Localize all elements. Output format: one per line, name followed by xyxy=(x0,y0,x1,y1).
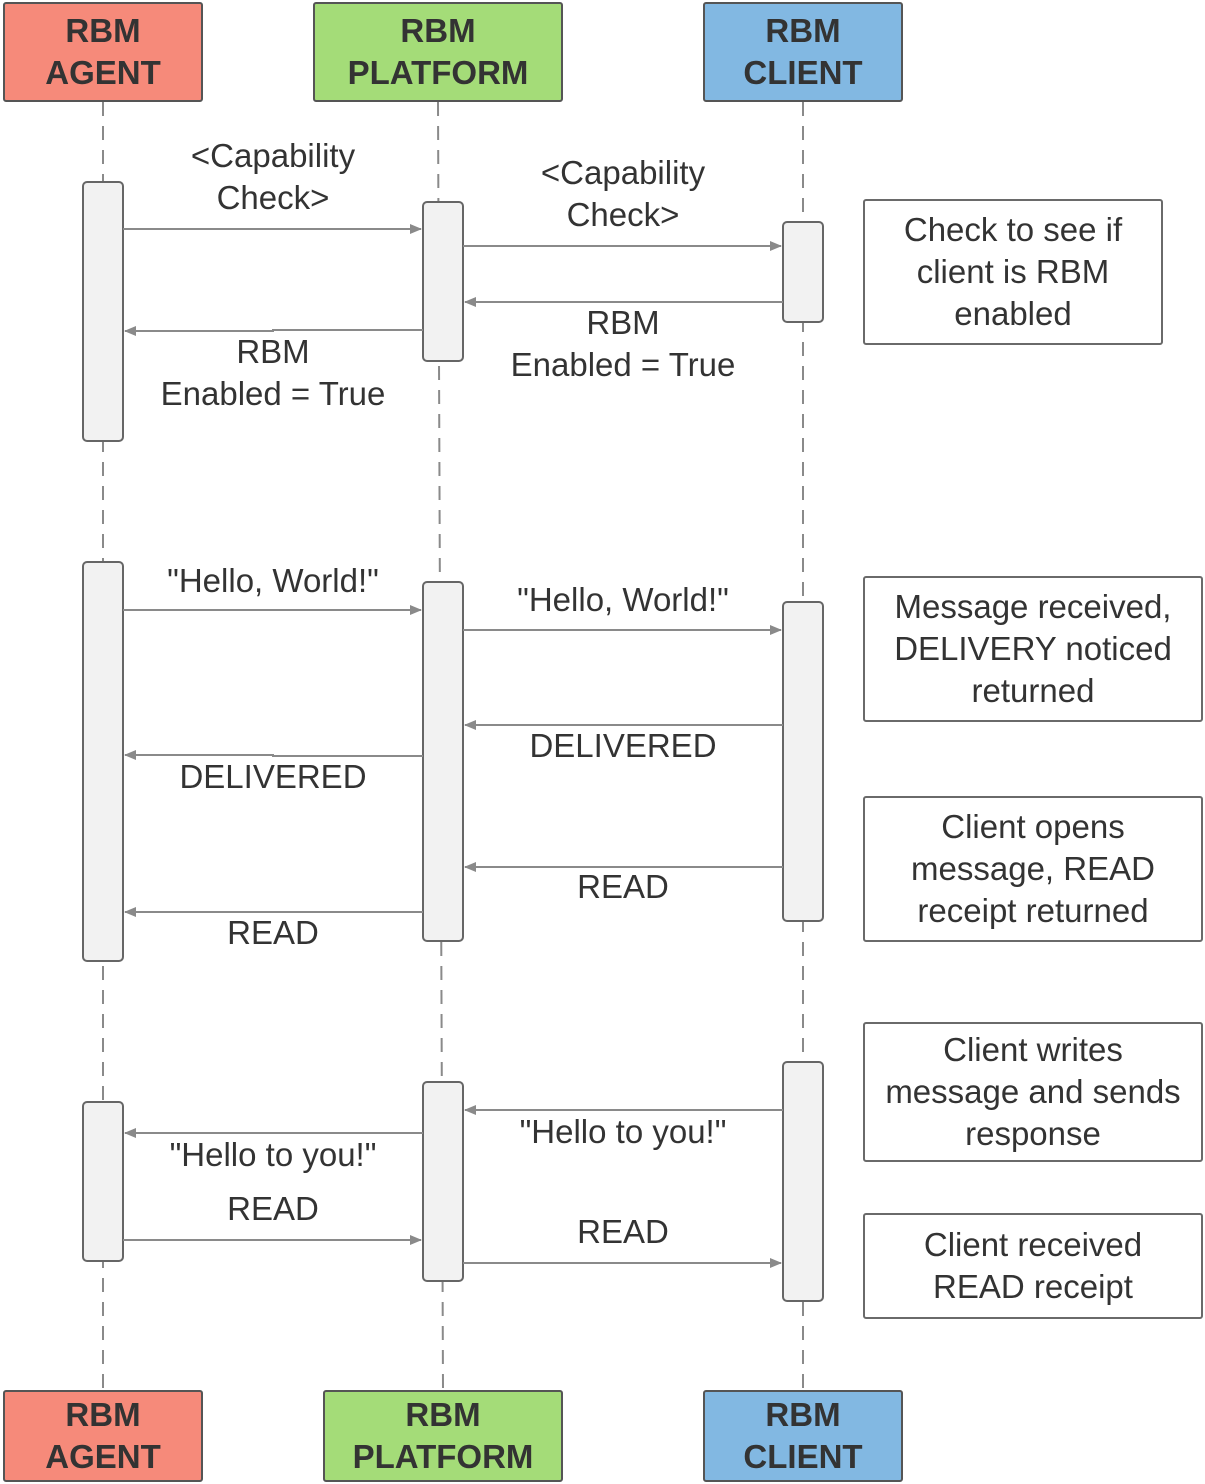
arrow-delivered-platform-agent xyxy=(124,750,423,760)
message-label-delivered: DELIVERED xyxy=(529,727,717,764)
message-label-hello-world: "Hello, World!" xyxy=(517,581,729,618)
participant-agent-top: RBM AGENT xyxy=(3,2,203,102)
note-line: receipt returned xyxy=(917,892,1149,929)
agent-activation xyxy=(82,181,124,442)
note-line: READ receipt xyxy=(933,1268,1133,1305)
message-label-read: READ xyxy=(577,1213,669,1250)
message-label-line: Check> xyxy=(566,196,680,233)
note-line: returned xyxy=(971,672,1095,709)
message-label-hello-to-you: "Hello to you!" xyxy=(169,1136,377,1173)
participant-label: AGENT xyxy=(45,1438,161,1475)
note-line: enabled xyxy=(954,295,1072,332)
note-line: Check to see if xyxy=(903,211,1123,248)
message-label-rbm-enabled: RBM Enabled = True xyxy=(161,331,386,415)
participant-label: PLATFORM xyxy=(347,54,529,91)
message-label-line: <Capability xyxy=(190,137,356,174)
arrow-rbm-enabled-platform-agent xyxy=(124,326,423,336)
participant-agent-bottom: RBM AGENT xyxy=(3,1390,203,1482)
note-line: response xyxy=(965,1115,1101,1152)
participant-label: RBM xyxy=(765,12,841,49)
message-label-capability-check: <Capability Check> xyxy=(191,135,355,219)
client-activation xyxy=(782,601,824,922)
participant-platform-bottom: RBM PLATFORM xyxy=(323,1390,563,1482)
message-label-hello-to-you: "Hello to you!" xyxy=(519,1113,727,1150)
participant-client-top: RBM CLIENT xyxy=(703,2,903,102)
note-message-received: Message received, DELIVERY noticed retur… xyxy=(863,576,1203,722)
message-label-hello-world: "Hello, World!" xyxy=(167,562,379,599)
participant-label: RBM xyxy=(765,1396,841,1433)
message-label-read: READ xyxy=(227,1190,319,1227)
message-label-read: READ xyxy=(577,868,669,905)
note-line: message, READ xyxy=(911,850,1155,887)
note-line: client is RBM xyxy=(916,253,1110,290)
participant-label: RBM xyxy=(405,1396,481,1433)
client-activation xyxy=(782,1061,824,1302)
note-client-received-read: Client received READ receipt xyxy=(863,1213,1203,1319)
platform-activation xyxy=(422,201,464,362)
note-line: Client received xyxy=(923,1226,1143,1263)
note-line: DELIVERY noticed xyxy=(894,630,1172,667)
message-label-line: RBM xyxy=(586,304,660,341)
participant-label: CLIENT xyxy=(743,1438,863,1475)
participant-client-bottom: RBM CLIENT xyxy=(703,1390,903,1482)
participant-label: RBM xyxy=(400,12,476,49)
participant-label: RBM xyxy=(65,12,141,49)
message-label-capability-check: <Capability Check> xyxy=(541,152,705,236)
agent-activation xyxy=(82,561,124,962)
note-client-opens: Client opens message, READ receipt retur… xyxy=(863,796,1203,942)
note-check-rbm-enabled: Check to see if client is RBM enabled xyxy=(863,199,1163,345)
participant-platform-top: RBM PLATFORM xyxy=(313,2,563,102)
note-line: message and sends xyxy=(885,1073,1181,1110)
message-label-line: Enabled = True xyxy=(510,346,736,383)
participant-label: AGENT xyxy=(45,54,161,91)
message-label-line: Check> xyxy=(216,179,330,216)
platform-activation xyxy=(422,581,464,942)
message-label-rbm-enabled: RBM Enabled = True xyxy=(511,302,736,386)
note-client-writes: Client writes message and sends response xyxy=(863,1022,1203,1162)
participant-label: PLATFORM xyxy=(352,1438,534,1475)
message-label-read: READ xyxy=(227,914,319,951)
message-label-line: <Capability xyxy=(540,154,706,191)
message-label-delivered: DELIVERED xyxy=(179,758,367,795)
participant-label: RBM xyxy=(65,1396,141,1433)
message-label-line: Enabled = True xyxy=(160,375,386,412)
agent-activation xyxy=(82,1101,124,1262)
note-line: Client opens xyxy=(941,808,1125,845)
platform-activation xyxy=(422,1081,464,1282)
message-label-line: RBM xyxy=(236,333,310,370)
client-activation xyxy=(782,221,824,323)
participant-label: CLIENT xyxy=(743,54,863,91)
note-line: Client writes xyxy=(943,1031,1123,1068)
note-line: Message received, xyxy=(894,588,1172,625)
